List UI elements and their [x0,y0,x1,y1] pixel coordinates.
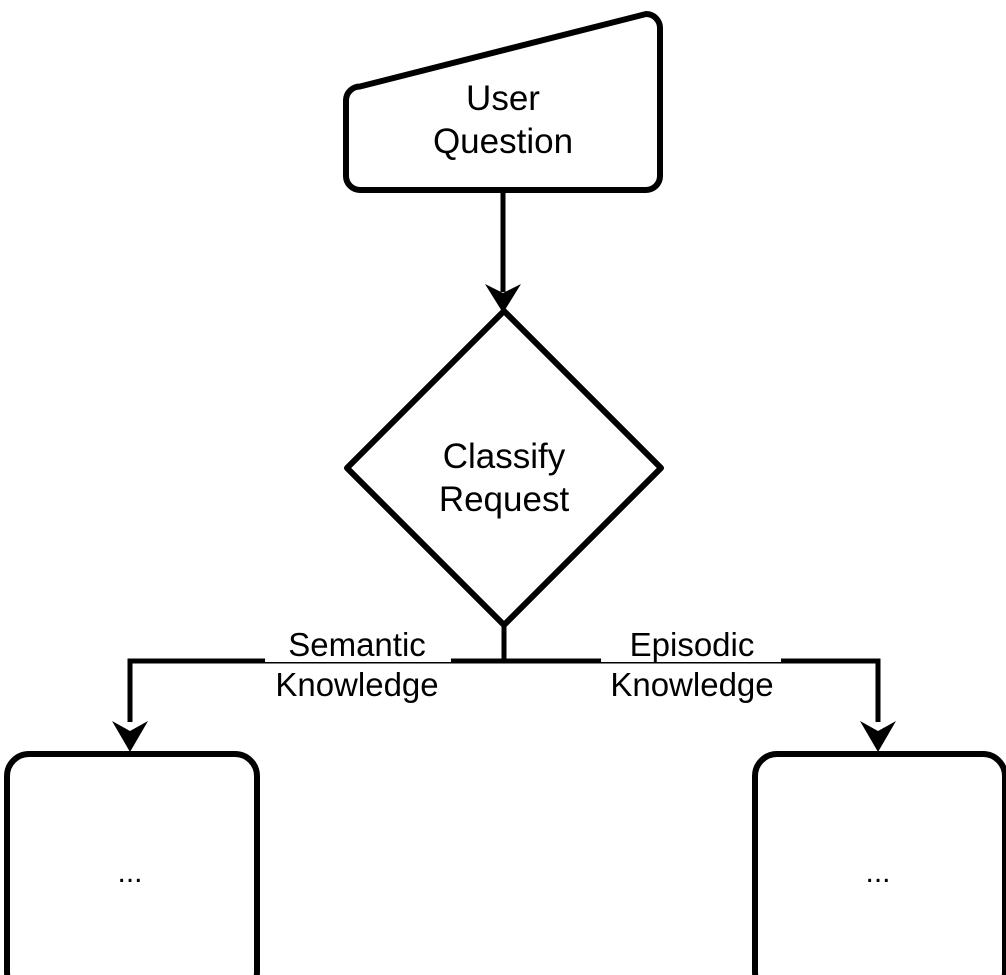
episodic-branch-box-shape[interactable] [752,751,1006,975]
classify-request-label-line-2: Request [439,480,570,519]
semantic-knowledge-label-line-1: Semantic [288,626,426,663]
semantic-branch-box-shape[interactable] [4,751,260,975]
semantic-branch-box-label: ... [117,856,142,889]
edge-label-semantic-knowledge: Semantic Knowledge [265,620,451,703]
classify-to-episodic-arrowhead [860,721,896,752]
edge-question-to-classify [485,190,521,313]
semantic-knowledge-label-backdrop [265,620,451,662]
node-classify-request[interactable]: Classify Request [344,308,664,628]
edge-label-episodic-knowledge: Episodic Knowledge [601,620,781,703]
episodic-branch-box-label: ... [865,856,890,889]
node-user-question[interactable]: User Question [343,11,663,193]
node-episodic-branch-box[interactable]: ... [752,751,1006,975]
classify-to-semantic-arrowhead [112,721,148,752]
semantic-knowledge-label-line-2: Knowledge [275,666,438,703]
episodic-knowledge-label-line-2: Knowledge [610,666,773,703]
episodic-knowledge-label-backdrop [601,620,781,662]
question-to-classify-arrowhead [485,284,521,313]
user-question-shape[interactable] [343,11,663,193]
user-question-label-line-1: User [466,79,540,118]
episodic-knowledge-label-line-1: Episodic [630,626,755,663]
classify-request-label-line-1: Classify [443,437,566,476]
node-semantic-branch-box[interactable]: ... [4,751,260,975]
user-question-label-line-2: Question [433,122,573,161]
